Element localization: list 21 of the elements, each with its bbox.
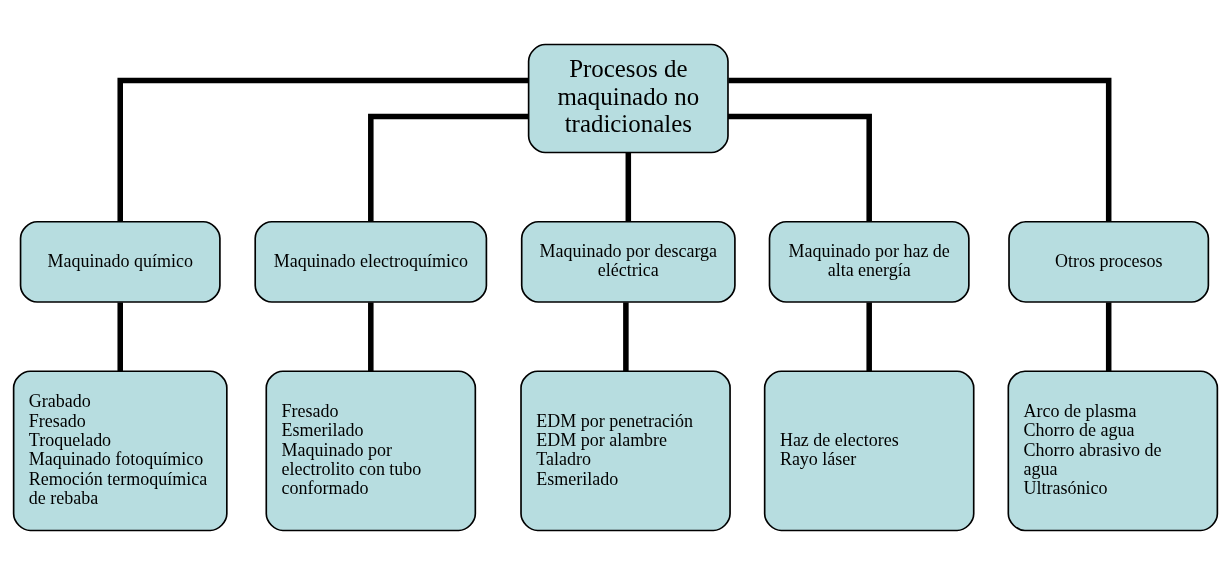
connector	[866, 301, 872, 371]
connector	[623, 301, 629, 371]
connector	[728, 113, 872, 221]
connector	[368, 113, 529, 221]
node-box: Procesos de maquinado no tradicionales	[527, 43, 729, 153]
connector	[368, 301, 374, 371]
node-box: Otros procesos	[1008, 220, 1210, 303]
node-box: Grabado Fresado Troquelado Maquinado fotoquímico Remoción termoquímica de rebaba	[12, 369, 228, 531]
node-box: Fresado Esmerilado Maquinado por electrolito con tubo conformado	[265, 369, 477, 531]
connector	[625, 152, 632, 222]
node-box: Maquinado químico	[19, 220, 221, 303]
connector	[117, 77, 529, 222]
node-box: Maquinado por haz de alta energía	[768, 220, 970, 303]
node-box: Maquinado por descarga eléctrica	[520, 220, 736, 303]
connector	[1105, 301, 1112, 371]
connector	[117, 301, 123, 371]
node-box: Haz de electores Rayo láser	[763, 369, 975, 531]
connector	[728, 77, 1112, 222]
node-box: EDM por penetración EDM por alambre Taladro Esmerilado	[520, 369, 731, 531]
node-box: Arco de plasma Chorro de agua Chorro abrasivo de agua Ultrasónico	[1007, 369, 1219, 531]
node-box: Maquinado electroquímico	[254, 220, 488, 303]
